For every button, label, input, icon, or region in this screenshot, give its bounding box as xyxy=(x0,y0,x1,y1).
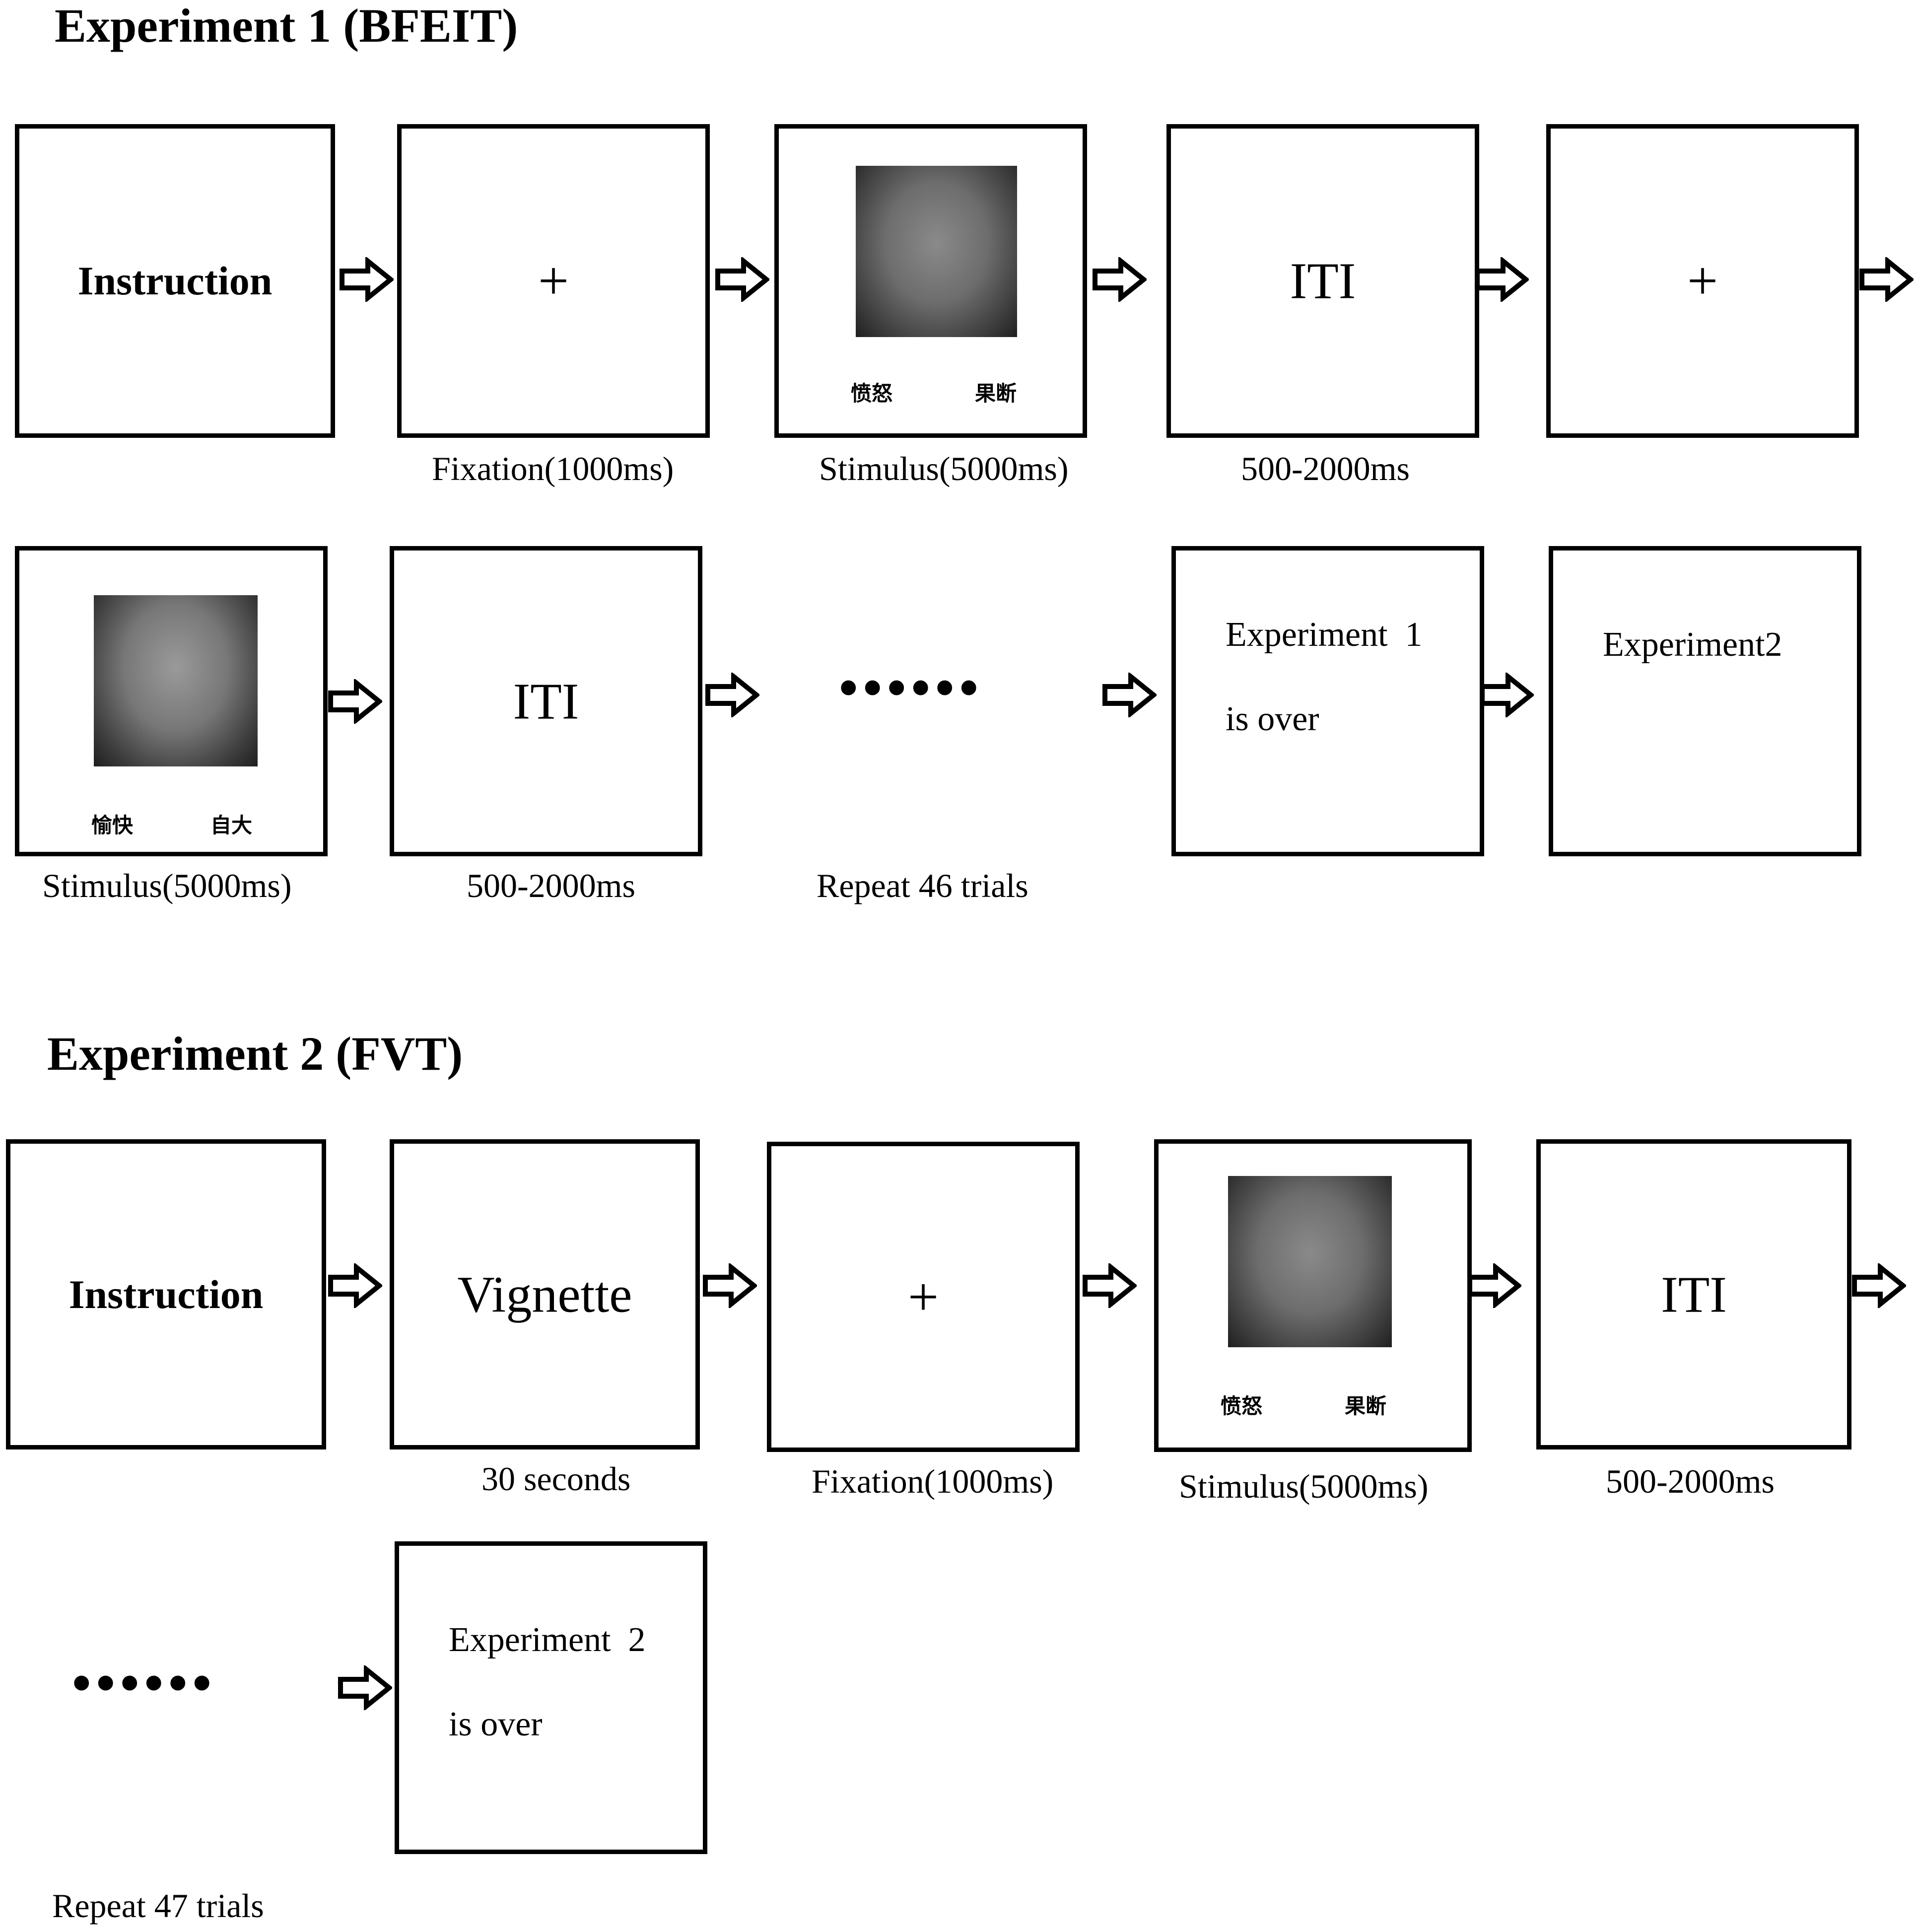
e2-stimulus-caption: Stimulus(5000ms) xyxy=(1179,1467,1429,1505)
arrow-icon xyxy=(328,679,382,724)
e1-happy-stimulus-frame: 愉快 自大 xyxy=(15,546,328,856)
e1-instruction-text: Instruction xyxy=(77,258,273,303)
arrow-icon xyxy=(715,257,769,302)
stimulus-word-right: 自大 xyxy=(210,813,253,837)
e1-stimulus-caption: Stimulus(5000ms) xyxy=(819,450,1069,487)
e2-end-line1: Experiment 2 xyxy=(449,1621,646,1659)
stimulus-word-left: 愤怒 xyxy=(851,381,893,406)
arrow-icon xyxy=(1474,257,1529,302)
e1-next-text: Experiment2 xyxy=(1603,625,1782,664)
arrow-icon xyxy=(1851,1263,1906,1308)
e1-iti-frame-2: ITI xyxy=(390,546,702,856)
e1-end-frame: Experiment 1 is over xyxy=(1171,546,1484,856)
arrow-icon xyxy=(338,1665,392,1710)
e1-iti-frame: ITI xyxy=(1166,124,1479,438)
e1-stimulus-frame: 愤怒 果断 xyxy=(774,124,1087,438)
e2-stimulus-frame: 愤怒 果断 xyxy=(1154,1139,1472,1452)
angry-face-image xyxy=(1228,1176,1392,1347)
e2-repeat-caption: Repeat 47 trials xyxy=(52,1887,264,1925)
experiment2-title: Experiment 2 (FVT) xyxy=(47,1027,463,1080)
e2-vignette-frame: Vignette xyxy=(390,1139,700,1449)
e1-next-experiment-frame: Experiment2 xyxy=(1549,546,1861,856)
arrow-icon xyxy=(1092,257,1147,302)
happy-face-image xyxy=(94,595,258,766)
experiment1-title: Experiment 1 (BFEIT) xyxy=(55,0,518,52)
e1-iti-caption: 500-2000ms xyxy=(1241,450,1410,487)
e2-end-frame: Experiment 2 is over xyxy=(395,1541,707,1854)
e2-iti-caption: 500-2000ms xyxy=(1606,1462,1775,1500)
fixation-cross: + xyxy=(538,250,569,311)
ellipsis-dots: •••••• xyxy=(72,1653,217,1713)
e2-fixation-frame: + xyxy=(767,1142,1080,1452)
arrow-icon xyxy=(1467,1263,1521,1308)
e1-repeat-caption: Repeat 46 trials xyxy=(817,867,1028,904)
fixation-cross: + xyxy=(907,1266,939,1327)
e2-vignette-caption: 30 seconds xyxy=(481,1460,631,1498)
arrow-icon xyxy=(1859,257,1914,302)
arrow-icon xyxy=(705,673,759,717)
stimulus-word-left: 愉快 xyxy=(91,813,134,837)
arrow-icon xyxy=(702,1263,757,1308)
stimulus-word-left: 愤怒 xyxy=(1221,1394,1263,1418)
e1-fixation-frame: + xyxy=(397,124,710,438)
e2-fixation-caption: Fixation(1000ms) xyxy=(812,1462,1054,1500)
vignette-text: Vignette xyxy=(457,1266,632,1323)
e2-instruction-frame: Instruction xyxy=(6,1139,326,1449)
e1-end-line2: is over xyxy=(1226,700,1319,738)
angry-face-image xyxy=(856,166,1017,337)
arrow-icon xyxy=(1082,1263,1137,1308)
iti-text: ITI xyxy=(1661,1266,1727,1323)
e2-instruction-text: Instruction xyxy=(68,1271,264,1317)
e2-iti-frame: ITI xyxy=(1536,1139,1851,1449)
arrow-icon xyxy=(339,257,394,302)
iti-text: ITI xyxy=(513,673,579,730)
e1-instruction-frame: Instruction xyxy=(15,124,335,438)
e1-iti-caption-2: 500-2000ms xyxy=(467,867,635,904)
e2-end-line2: is over xyxy=(449,1705,543,1743)
stimulus-word-right: 果断 xyxy=(975,381,1017,406)
arrow-icon xyxy=(1479,673,1534,717)
e1-fixation-frame-2: + xyxy=(1546,124,1859,438)
e1-fixation-caption: Fixation(1000ms) xyxy=(432,450,674,487)
e1-end-line1: Experiment 1 xyxy=(1226,616,1423,654)
arrow-icon xyxy=(1102,673,1157,717)
arrow-icon xyxy=(328,1263,382,1308)
e1-stimulus-caption-2: Stimulus(5000ms) xyxy=(42,867,292,904)
ellipsis-dots: •••••• xyxy=(839,657,984,718)
fixation-cross: + xyxy=(1687,250,1718,311)
stimulus-word-right: 果断 xyxy=(1345,1394,1387,1418)
iti-text: ITI xyxy=(1290,252,1356,310)
